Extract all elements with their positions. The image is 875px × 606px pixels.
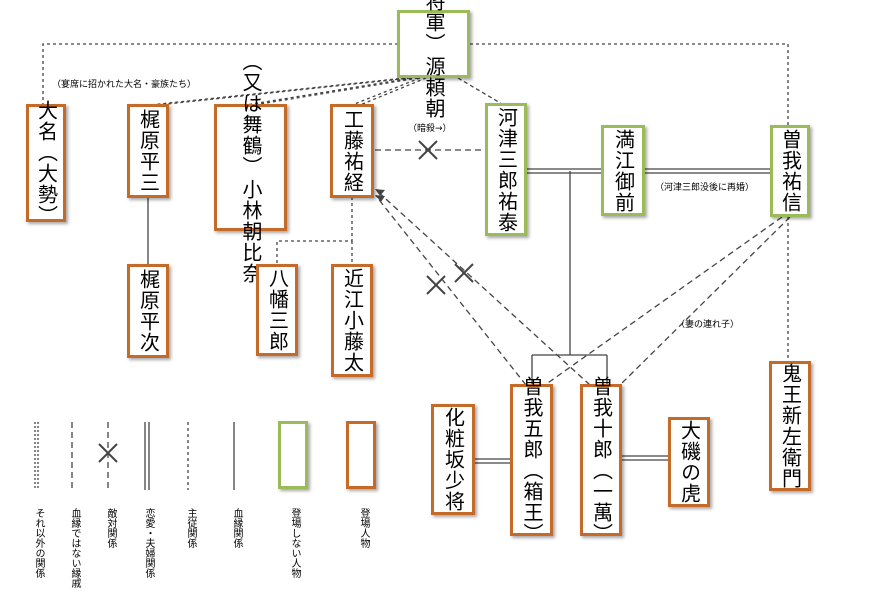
box-manko: 満江御前	[601, 125, 645, 216]
enemy-cross-juro	[454, 263, 474, 283]
name-kudo: 工藤祐経	[340, 109, 365, 193]
line-goro-kudo-enemy	[375, 195, 527, 386]
legend-label-love: 恋愛・夫婦関係	[143, 508, 154, 578]
line-kudo-retainers	[276, 197, 353, 265]
name-yoritomo: 源頼朝 （将軍）	[422, 0, 446, 119]
name-kobayashi-alt: （又は舞鶴）	[239, 51, 263, 177]
legend-label-blood: 血縁関係	[231, 508, 242, 548]
note-banquet: （宴席に招かれた大名・豪族たち）	[52, 80, 197, 90]
name-omi: 近江小藤太	[340, 268, 365, 373]
name-kawazu: 河津三郎祐泰	[494, 106, 519, 233]
line-yoritomo-kobayashi	[245, 77, 413, 106]
enemy-cross-kudo-kawazu	[418, 140, 438, 160]
box-kewaizaka: 化粧坂少将	[431, 404, 475, 515]
legend-box-absent	[278, 421, 308, 489]
name-goro: 曽我五郎（箱王）	[520, 376, 544, 544]
name-kajiwara-heiji: 梶原平次	[136, 269, 161, 353]
line-yoritomo-kajiwara-b	[157, 77, 411, 106]
legend-label-absent: 登場しない人物	[289, 508, 300, 578]
box-soga-sukenobu: 曽我祐信	[770, 125, 810, 217]
box-kobayashi: 小林朝比奈 （又は舞鶴）	[214, 51, 287, 284]
note-assassination: （暗殺→）	[408, 124, 452, 134]
line-yoritomo-kobayashi-b	[253, 77, 419, 106]
box-hachiman: 八幡三郎	[256, 264, 298, 356]
line-blood-sons	[531, 171, 608, 385]
legend-box-present	[346, 421, 376, 489]
name-yoritomo-title: （将軍）	[422, 0, 446, 54]
name-ooiso: 大磯の虎	[677, 420, 702, 504]
legend-label-nonblood: 血縁ではない縁戚	[69, 508, 80, 588]
name-kajiwara-heizo: 梶原平三	[136, 109, 161, 193]
legend-label-other: それ以外の関係	[33, 508, 44, 578]
name-kewaizaka: 化粧坂少将	[441, 407, 466, 512]
name-manko: 満江御前	[611, 128, 636, 213]
box-ooiso: 大磯の虎	[668, 417, 710, 507]
enemy-cross-goro	[426, 275, 446, 295]
line-yoritomo-kajiwara	[149, 77, 406, 106]
legend-enemy-cross	[98, 443, 118, 463]
arrowhead-juro	[375, 189, 385, 196]
line-sukenobu-juro	[619, 216, 791, 386]
box-goro: 曽我五郎（箱王）	[510, 376, 553, 544]
legend-label-enemy: 敵対関係	[105, 508, 116, 548]
box-onio: 鬼王新左衛門	[769, 361, 811, 491]
line-yoritomo-daimyo	[42, 43, 398, 105]
box-kajiwara-heiji: 梶原平次	[127, 264, 169, 358]
line-sukenobu-goro	[544, 216, 783, 386]
box-yoritomo: 源頼朝 （将軍）	[397, 0, 470, 119]
line-yoritomo-sukenobu	[470, 43, 789, 125]
note-stepchildren: （妻の連れ子）	[676, 320, 740, 330]
line-yoritomo-kawazu	[457, 77, 503, 105]
name-juro: 曽我十郎（一萬）	[589, 376, 614, 544]
name-yoritomo-main: 源頼朝	[422, 55, 446, 119]
box-kudo: 工藤祐経	[330, 104, 374, 198]
arrowhead-goro	[375, 195, 385, 202]
name-soga-sukenobu: 曽我祐信	[778, 129, 803, 213]
box-daimyo: 大名（大勢）	[26, 100, 66, 226]
legend-label-master: 主従関係	[185, 508, 196, 548]
name-hachiman: 八幡三郎	[265, 268, 290, 352]
name-daimyo: 大名（大勢）	[34, 100, 59, 226]
box-omi: 近江小藤太	[331, 264, 373, 377]
note-remarriage: （河津三郎没後に再婚）	[655, 183, 755, 193]
box-kajiwara-heizo: 梶原平三	[127, 104, 169, 198]
legend-label-present: 登場人物	[358, 508, 369, 548]
name-kobayashi: 小林朝比奈 （又は舞鶴）	[239, 51, 263, 284]
line-yoritomo-kudo	[351, 77, 421, 106]
name-onio: 鬼王新左衛門	[778, 363, 803, 489]
box-juro: 曽我十郎（一萬）	[580, 376, 622, 544]
line-juro-kudo-enemy	[375, 189, 591, 386]
box-kawazu: 河津三郎祐泰	[485, 103, 527, 236]
